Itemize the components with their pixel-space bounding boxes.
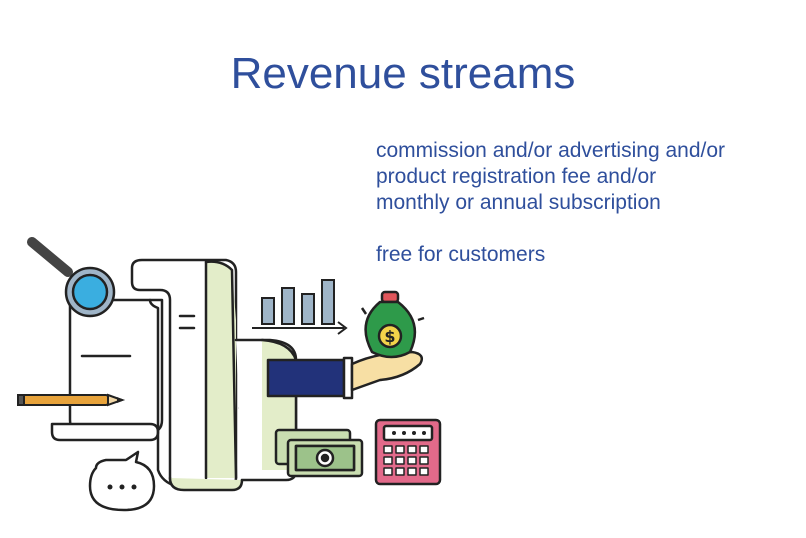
- pencil-icon: [17, 393, 125, 407]
- revenue-line-1: commission and/or advertising and/or: [376, 139, 726, 162]
- revenue-list: commission and/or advertising and/or pro…: [376, 138, 796, 268]
- free-note: free for customers: [376, 243, 546, 266]
- revenue-line-3: monthly or annual subscription: [376, 191, 661, 214]
- calculator-icon: [374, 418, 442, 486]
- svg-text:$: $: [384, 327, 395, 346]
- speech-bubble-icon: [88, 450, 156, 512]
- hand-icon: [266, 350, 423, 400]
- magnifier-icon: [27, 237, 116, 318]
- bar-chart-icon: [252, 279, 348, 335]
- banknotes-icon: [274, 428, 364, 478]
- money-bag-icon: $: [360, 290, 425, 359]
- slide-title: Revenue streams: [230, 49, 576, 98]
- revenue-line-2: product registration fee and/or: [376, 165, 657, 188]
- revenue-illustration: $: [17, 237, 442, 512]
